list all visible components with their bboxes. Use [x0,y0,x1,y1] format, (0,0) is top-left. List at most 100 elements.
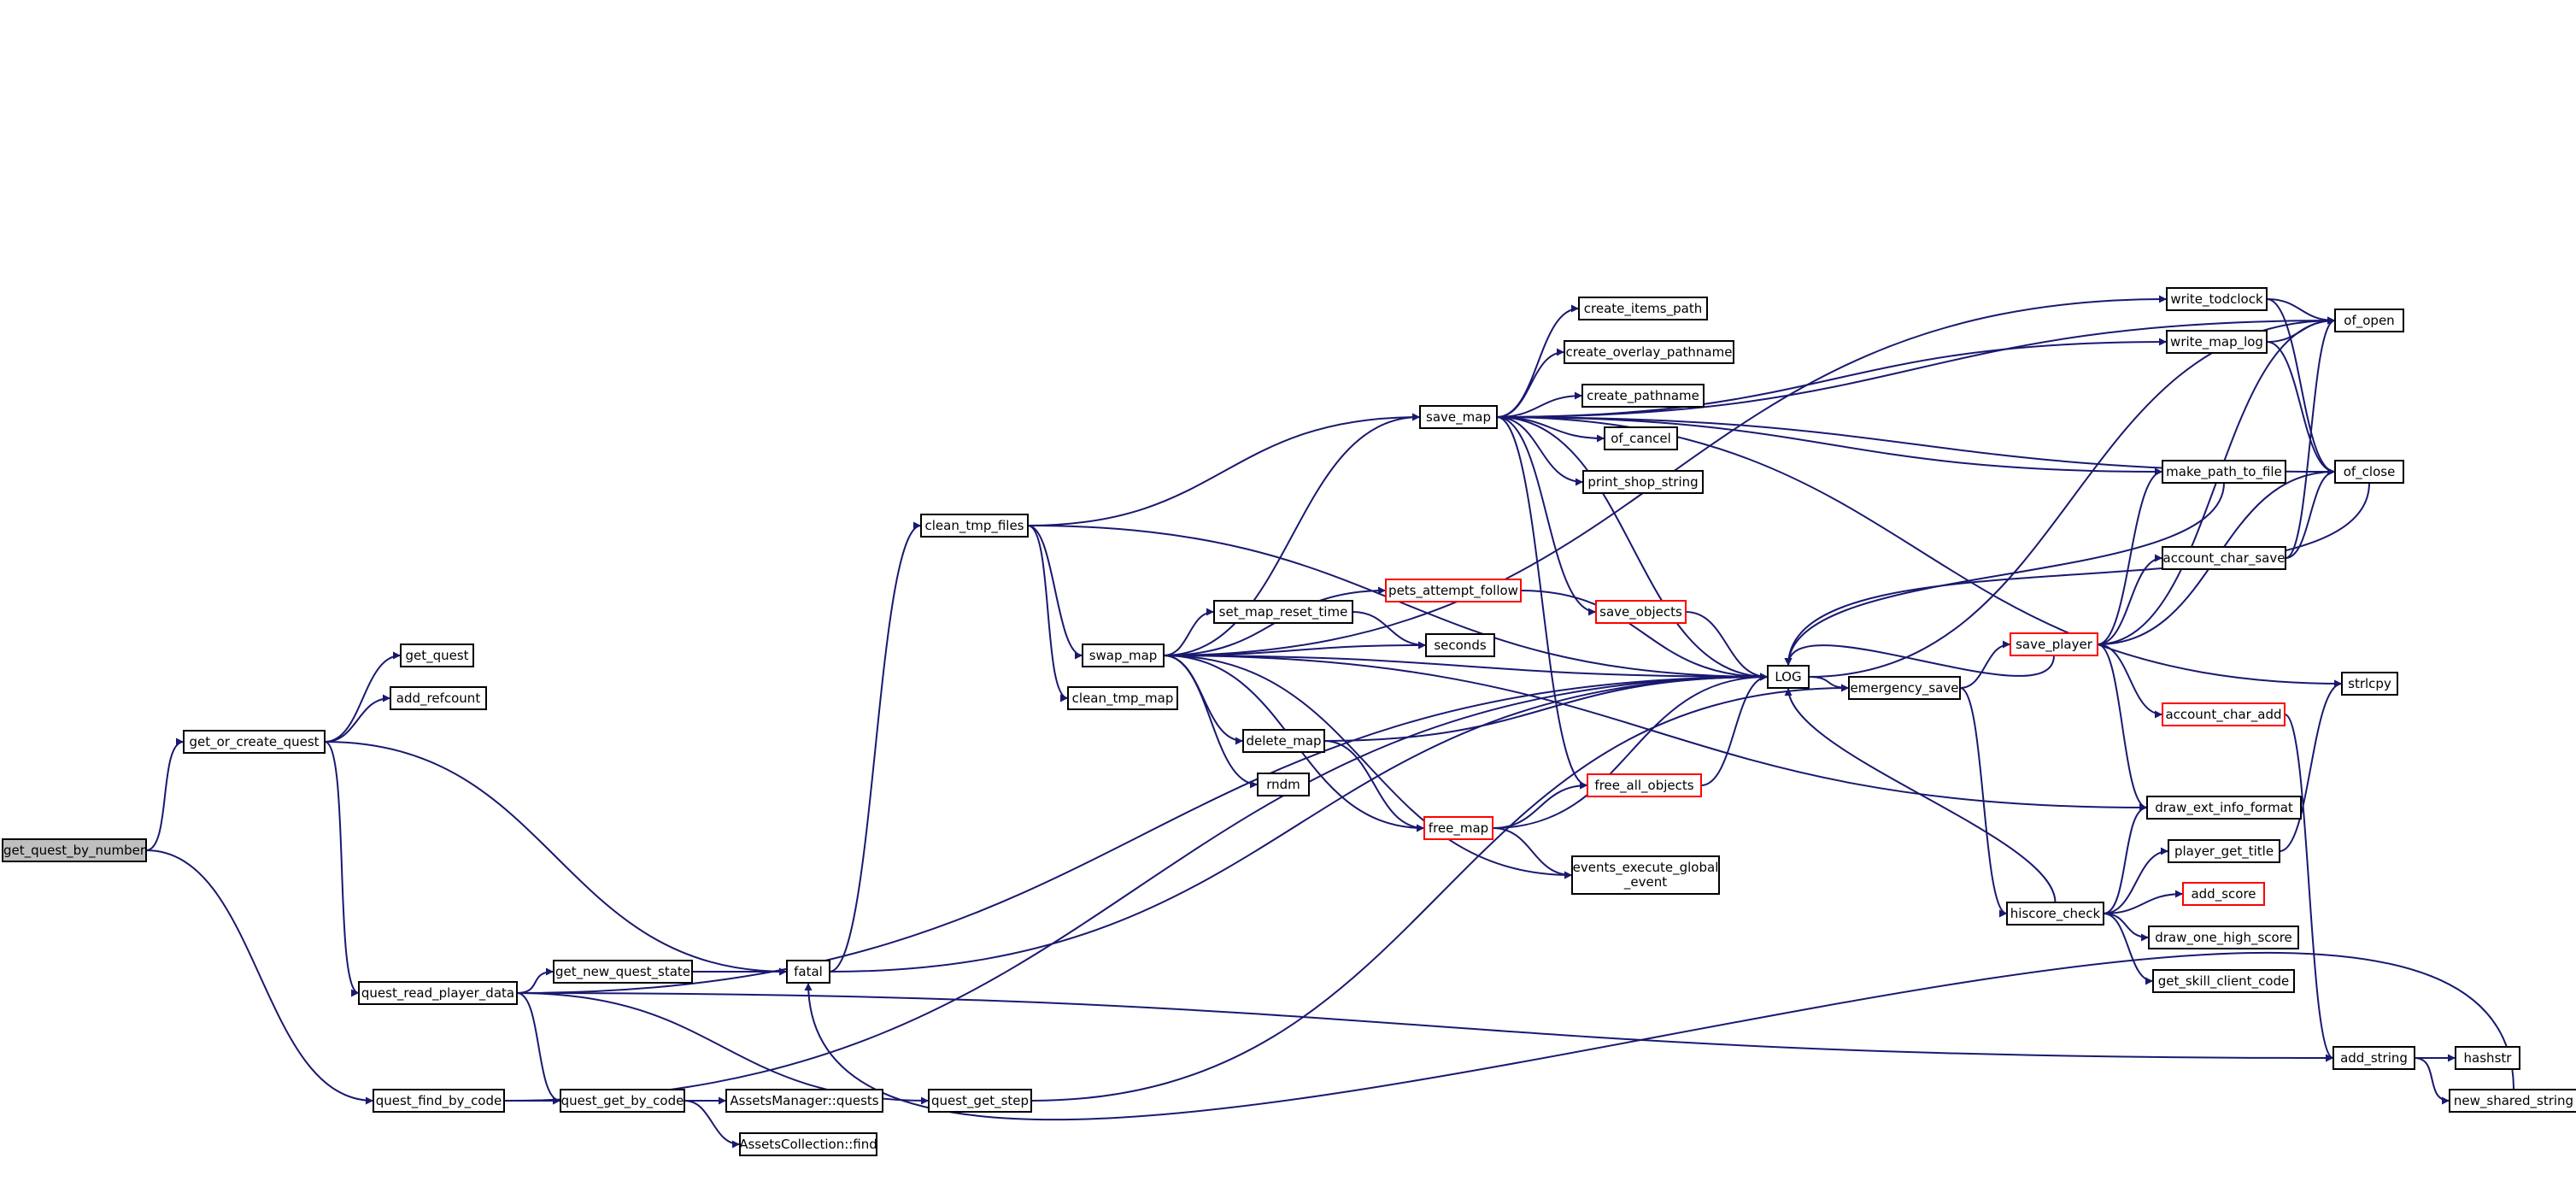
node-label: new_shared_string [2454,1093,2573,1109]
edge [1808,316,2336,678]
node-clean-tmp-map[interactable]: clean_tmp_map [1067,686,1178,710]
node-get-quest-by-number[interactable]: get_quest_by_number [2,838,147,862]
node-player-get-title[interactable]: player_get_title [2168,839,2280,863]
node-hashstr[interactable]: hashstr [2455,1046,2520,1070]
node-create-overlay-pathname[interactable]: create_overlay_pathname [1564,340,1734,364]
node-add-refcount[interactable]: add_refcount [390,686,487,710]
edge [1496,316,2336,418]
node-box [2334,460,2404,484]
node-label: LOG [1775,669,1801,685]
node-label: quest_find_by_code [376,1093,502,1109]
node-box [2182,882,2265,906]
node-of-close[interactable]: of_close [2334,460,2404,484]
node-strlcpy[interactable]: strlcpy [2341,672,2398,696]
node-get-quest[interactable]: get_quest [400,644,474,667]
edge-swap-map-to-log [1163,655,1769,681]
node-assetscollection-find[interactable]: AssetsCollection::find [739,1132,877,1156]
node-pets-attempt-follow[interactable]: pets_attempt_follow [1385,579,1522,602]
edge-write-map-log-to-of-open [2266,316,2336,343]
node-seconds[interactable]: seconds [1425,633,1495,657]
edge-new-shared-string-to-fatal [804,951,2514,1121]
node-get-skill-client-code[interactable]: get_skill_client_code [2152,969,2295,993]
node-fatal[interactable]: fatal [786,960,830,984]
edge [516,967,555,994]
edge-swap-map-to-rndm [1163,655,1259,789]
node-delete-map[interactable]: delete_map [1242,729,1325,753]
node-print-shop-string[interactable]: print_shop_string [1582,470,1704,494]
edge [2266,298,2336,476]
node-hiscore-check[interactable]: hiscore_check [2006,902,2104,926]
node-save-map[interactable]: save_map [1419,405,1498,429]
node-assetsmanager-quests[interactable]: AssetsManager::quests [725,1089,883,1113]
node-rndm[interactable]: rndm [1257,773,1310,796]
node-label: get_new_quest_state [555,964,690,980]
node-label: get_skill_client_code [2158,973,2290,990]
edge [1030,684,1850,1102]
node-label: quest_read_player_data [361,985,514,1002]
edge-pets-attempt-follow-to-log [1520,590,1769,681]
node-draw-ext-info-format[interactable]: draw_ext_info_format [2146,796,2302,820]
node-events-execute-global-event[interactable]: events_execute_global_event [1571,855,1720,895]
edge-save-objects-to-log [1685,611,1769,681]
edge [1520,590,1769,681]
node-box [2,838,147,862]
edge [145,738,185,851]
node-free-map[interactable]: free_map [1423,816,1493,840]
node-save-player[interactable]: save_player [2010,632,2098,656]
edge [2097,554,2163,645]
edge-swap-map-to-events-execute-global-event [1163,655,1573,879]
edge-swap-map-to-save-map [1163,413,1421,656]
edge-save-player-to-account-char-add [2097,644,2163,719]
edge [2266,316,2336,343]
node-box [928,1089,1032,1113]
edge-player-get-title-to-strlcpy [2279,679,2343,852]
node-label: get_quest_by_number [3,843,146,859]
node-write-map-log[interactable]: write_map_log [2166,330,2268,354]
node-create-pathname[interactable]: create_pathname [1581,384,1705,408]
edge [1352,611,1427,649]
edge [1784,482,2225,667]
node-quest-get-by-code[interactable]: quest_get_by_code [560,1089,685,1113]
edge [2103,913,2150,942]
edge [2097,467,2163,645]
node-write-todclock[interactable]: write_todclock [2166,287,2268,311]
node-make-path-to-file[interactable]: make_path_to_file [2162,460,2286,484]
node-get-new-quest-state[interactable]: get_new_quest_state [553,960,693,984]
edge [1784,644,2055,677]
edge [2284,714,2334,1062]
node-add-string[interactable]: add_string [2332,1046,2415,1070]
edge [516,673,1769,994]
edge-get-or-create-quest-to-quest-read-player-data [324,741,360,997]
node-account-char-save[interactable]: account_char_save [2162,546,2286,570]
edge-hiscore-check-to-get-skill-client-code [2103,913,2154,985]
node-label: of_cancel [1611,431,1671,447]
node-label: strlcpy [2348,676,2391,691]
node-get-or-create-quest[interactable]: get_or_create_quest [183,730,326,754]
node-quest-find-by-code[interactable]: quest_find_by_code [373,1089,505,1113]
node-label: save_objects [1599,604,1682,620]
node-emergency-save[interactable]: emergency_save [1848,676,1961,700]
node-label: add_refcount [396,691,481,707]
node-log[interactable]: LOG [1767,665,1810,689]
node-free-all-objects[interactable]: free_all_objects [1587,773,1702,797]
node-save-objects[interactable]: save_objects [1595,600,1687,624]
node-of-cancel[interactable]: of_cancel [1604,426,1678,450]
node-create-items-path[interactable]: create_items_path [1578,297,1708,320]
node-label: of_open [2344,313,2394,329]
node-add-score[interactable]: add_score [2182,882,2265,906]
edge-save-player-to-draw-ext-info-format [2097,644,2148,812]
node-draw-one-high-score[interactable]: draw_one_high_score [2148,926,2299,949]
node-box [2166,330,2268,354]
node-new-shared-string[interactable]: new_shared_string [2449,1089,2576,1113]
node-box [920,514,1029,538]
edge-hiscore-check-to-player-get-title [2103,847,2169,914]
node-quest-get-step[interactable]: quest_get_step [928,1089,1032,1113]
node-set-map-reset-time[interactable]: set_map_reset_time [1213,600,1353,624]
edge-fatal-to-log [829,673,1769,973]
node-clean-tmp-files[interactable]: clean_tmp_files [920,514,1029,538]
node-quest-read-player-data[interactable]: quest_read_player_data [358,981,518,1005]
node-of-open[interactable]: of_open [2334,309,2404,332]
node-account-char-add[interactable]: account_char_add [2162,702,2286,726]
node-swap-map[interactable]: swap_map [1082,644,1165,667]
edge [2103,890,2184,914]
